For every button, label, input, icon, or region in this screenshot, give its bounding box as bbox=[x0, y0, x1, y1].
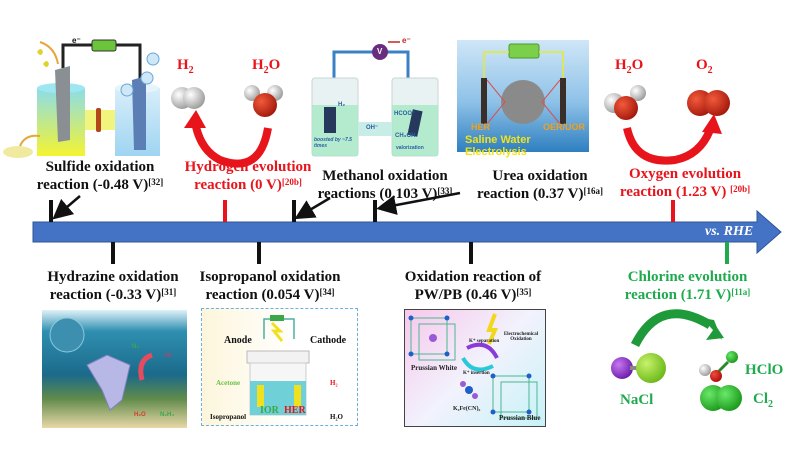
tick-sulfide bbox=[49, 200, 53, 222]
pointer-sulfide bbox=[52, 195, 81, 220]
battery-icon bbox=[91, 39, 117, 52]
cl-atom-icon bbox=[636, 353, 666, 383]
her-arrow bbox=[191, 121, 272, 168]
nacl-label: NaCl bbox=[620, 392, 654, 408]
hclo-molecule-icon bbox=[710, 370, 722, 382]
voltmeter-icon bbox=[372, 44, 388, 60]
isopropanol-illustration: Anode Cathode Acetone Isopropanol IOR HE… bbox=[201, 308, 358, 426]
hclo-label: HClO bbox=[745, 362, 784, 378]
methanol-illustration: V e⁻ H₂ OH⁻ HCOO⁻ CH₃OH boosted by ~7.5 … bbox=[300, 30, 450, 160]
label-her: Hydrogen evolution reaction (0 V)[20b] bbox=[184, 159, 312, 193]
oer-o2-label: O2 bbox=[696, 57, 713, 76]
hydrazine-illustration: N₂ H₂ H₂O N₂H₄ bbox=[42, 310, 187, 428]
tick-hydrazine bbox=[111, 242, 115, 264]
chlorine-illustration: NaCl HClO Cl2 bbox=[590, 300, 800, 460]
tick-methanol-a bbox=[292, 200, 296, 222]
na-atom-icon bbox=[611, 357, 633, 379]
chlorine-arrow bbox=[630, 309, 713, 348]
her-h2o-label: H2O bbox=[252, 57, 281, 76]
label-isopropanol: Isopropanol oxidation reaction (0.054 V)… bbox=[199, 269, 341, 303]
tick-pwpb bbox=[469, 242, 473, 264]
cl2-label: Cl2 bbox=[753, 391, 773, 410]
label-hydrazine: Hydrazine oxidation reaction (-0.33 V)[3… bbox=[47, 269, 179, 303]
label-methanol: Methanol oxidation reactions (0.103 V)[3… bbox=[317, 168, 453, 202]
axis-arrow bbox=[32, 209, 782, 255]
h2o-molecule-icon bbox=[614, 96, 638, 120]
battery-icon bbox=[508, 43, 540, 59]
urea-illustration: HER OER/UOR Saline Water Electrolysis bbox=[457, 40, 589, 158]
label-chlorine: Chlorine evolution reaction (1.71 V)[11a… bbox=[624, 269, 751, 303]
h2o-molecule-icon bbox=[253, 93, 277, 117]
oer-h2o-label: H2O bbox=[615, 57, 644, 76]
her-illustration: H2 H2O bbox=[160, 50, 300, 168]
tick-oer bbox=[671, 200, 675, 222]
axis-label: vs. RHE bbox=[705, 224, 754, 239]
label-urea: Urea oxidation reaction (0.37 V)[16a] bbox=[476, 168, 603, 202]
tick-isopropanol bbox=[257, 242, 261, 264]
pointer-urea bbox=[376, 191, 461, 215]
label-pwpb: Oxidation reaction of PW/PB (0.46 V)[35] bbox=[404, 269, 542, 303]
oer-illustration: H2O O2 bbox=[600, 50, 750, 165]
pwpb-illustration: Electrochemical Oxidation K⁺ separation … bbox=[404, 309, 546, 427]
oer-arrow bbox=[623, 126, 714, 165]
tick-chlorine bbox=[725, 242, 729, 264]
label-oer: Oxygen evolution reaction (1.23 V) [20b] bbox=[619, 166, 751, 200]
her-h2-label: H2 bbox=[177, 57, 194, 76]
label-sulfide: Sulfide oxidation reaction (-0.48 V)[32] bbox=[36, 159, 164, 193]
sulfide-illustration: e⁻ bbox=[0, 0, 170, 160]
pointer-methanol bbox=[294, 196, 331, 220]
tick-her bbox=[223, 200, 227, 222]
tick-methanol-b bbox=[373, 200, 377, 222]
